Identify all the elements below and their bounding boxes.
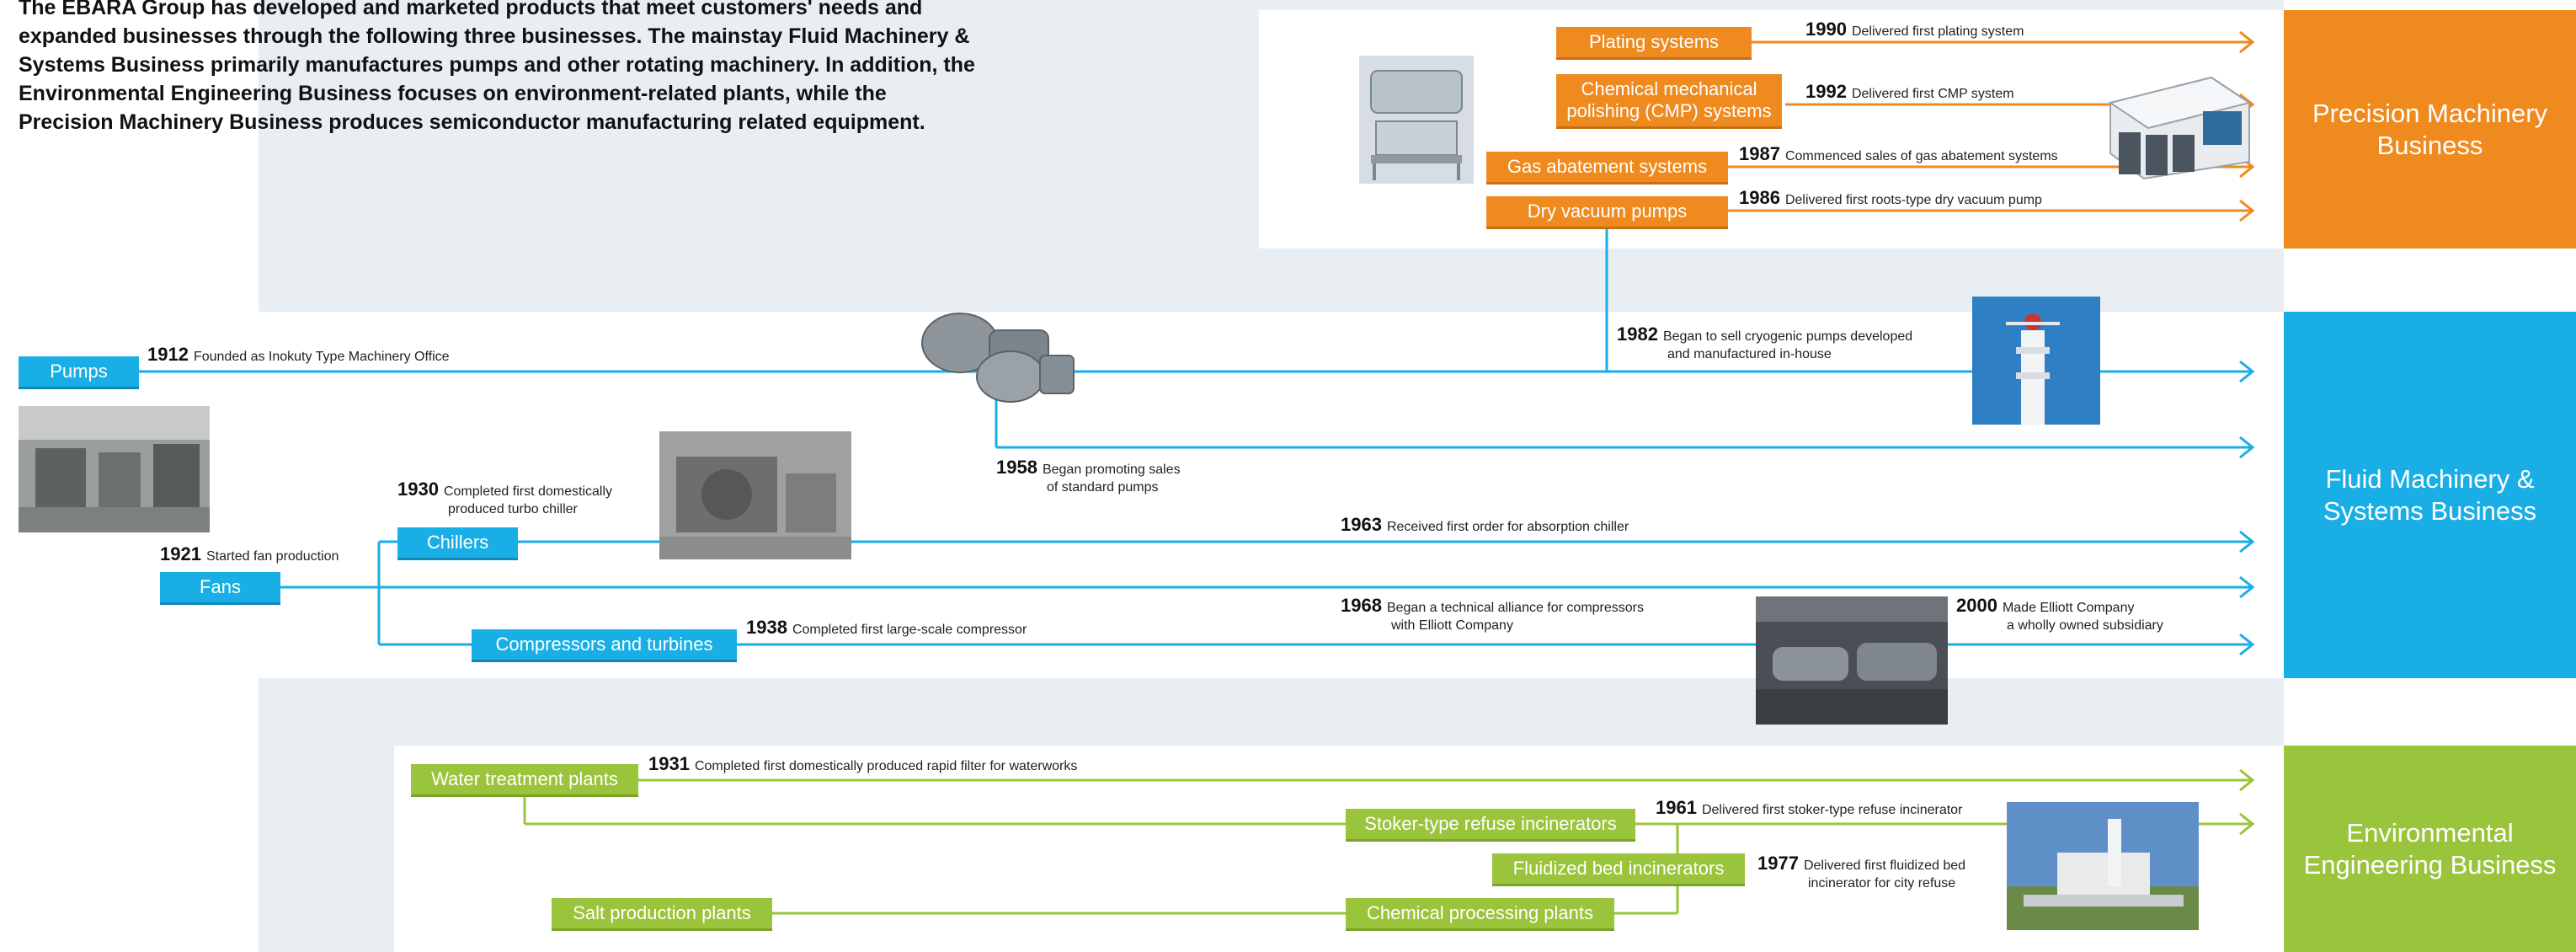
turbo-chiller-image bbox=[659, 431, 851, 559]
cryogenic-pump-photo bbox=[1972, 297, 2100, 425]
standard-pump-image bbox=[921, 313, 1075, 403]
salt-production-label: Salt production plants bbox=[552, 898, 772, 931]
compressor-plant-photo bbox=[1756, 596, 1948, 725]
precision-business-block: Precision Machinery Business bbox=[2284, 10, 2576, 249]
dry-vacuum-pump-photo bbox=[1359, 56, 1474, 184]
cmp-systems-label: Chemical mechanical polishing (CMP) syst… bbox=[1556, 74, 1782, 129]
plating-systems-label: Plating systems bbox=[1556, 27, 1752, 60]
precision-business-label: Precision Machinery Business bbox=[2312, 98, 2548, 160]
compressor-plant-image bbox=[1756, 596, 1948, 725]
cmp-system-photo bbox=[2102, 69, 2252, 180]
compressors-turbines-label: Compressors and turbines bbox=[472, 629, 737, 662]
fluid-business-block: Fluid Machinery & Systems Business bbox=[2284, 312, 2576, 678]
water-treatment-label: Water treatment plants bbox=[411, 764, 638, 797]
pumps-label: Pumps bbox=[19, 356, 139, 389]
turbo-chiller-photo bbox=[659, 431, 851, 559]
intro-paragraph: The EBARA Group has developed and market… bbox=[19, 0, 975, 134]
gas-abatement-label: Gas abatement systems bbox=[1486, 152, 1728, 185]
early-factory-image bbox=[19, 406, 210, 532]
environmental-business-block: Environmental Engineering Business bbox=[2284, 746, 2576, 952]
stoker-incinerators-label: Stoker-type refuse incinerators bbox=[1346, 809, 1635, 842]
chemical-processing-label: Chemical processing plants bbox=[1346, 898, 1614, 931]
fluidized-bed-label: Fluidized bed incinerators bbox=[1492, 853, 1745, 886]
dry-vacuum-pump-image bbox=[1359, 56, 1474, 184]
environmental-business-label: Environmental Engineering Business bbox=[2303, 817, 2557, 880]
fluid-business-label: Fluid Machinery & Systems Business bbox=[2323, 463, 2537, 526]
cryogenic-pump-image bbox=[1972, 297, 2100, 425]
dry-vacuum-pumps-label: Dry vacuum pumps bbox=[1486, 196, 1728, 229]
standard-pump-photo bbox=[909, 297, 1078, 410]
cmp-system-image bbox=[2108, 76, 2252, 180]
fans-label: Fans bbox=[160, 572, 280, 605]
incinerator-plant-image bbox=[2007, 802, 2199, 930]
incinerator-plant-photo bbox=[2007, 802, 2199, 930]
early-factory-photo bbox=[19, 406, 210, 532]
chillers-label: Chillers bbox=[397, 527, 518, 560]
cmp-systems-text: Chemical mechanical polishing (CMP) syst… bbox=[1566, 78, 1772, 121]
